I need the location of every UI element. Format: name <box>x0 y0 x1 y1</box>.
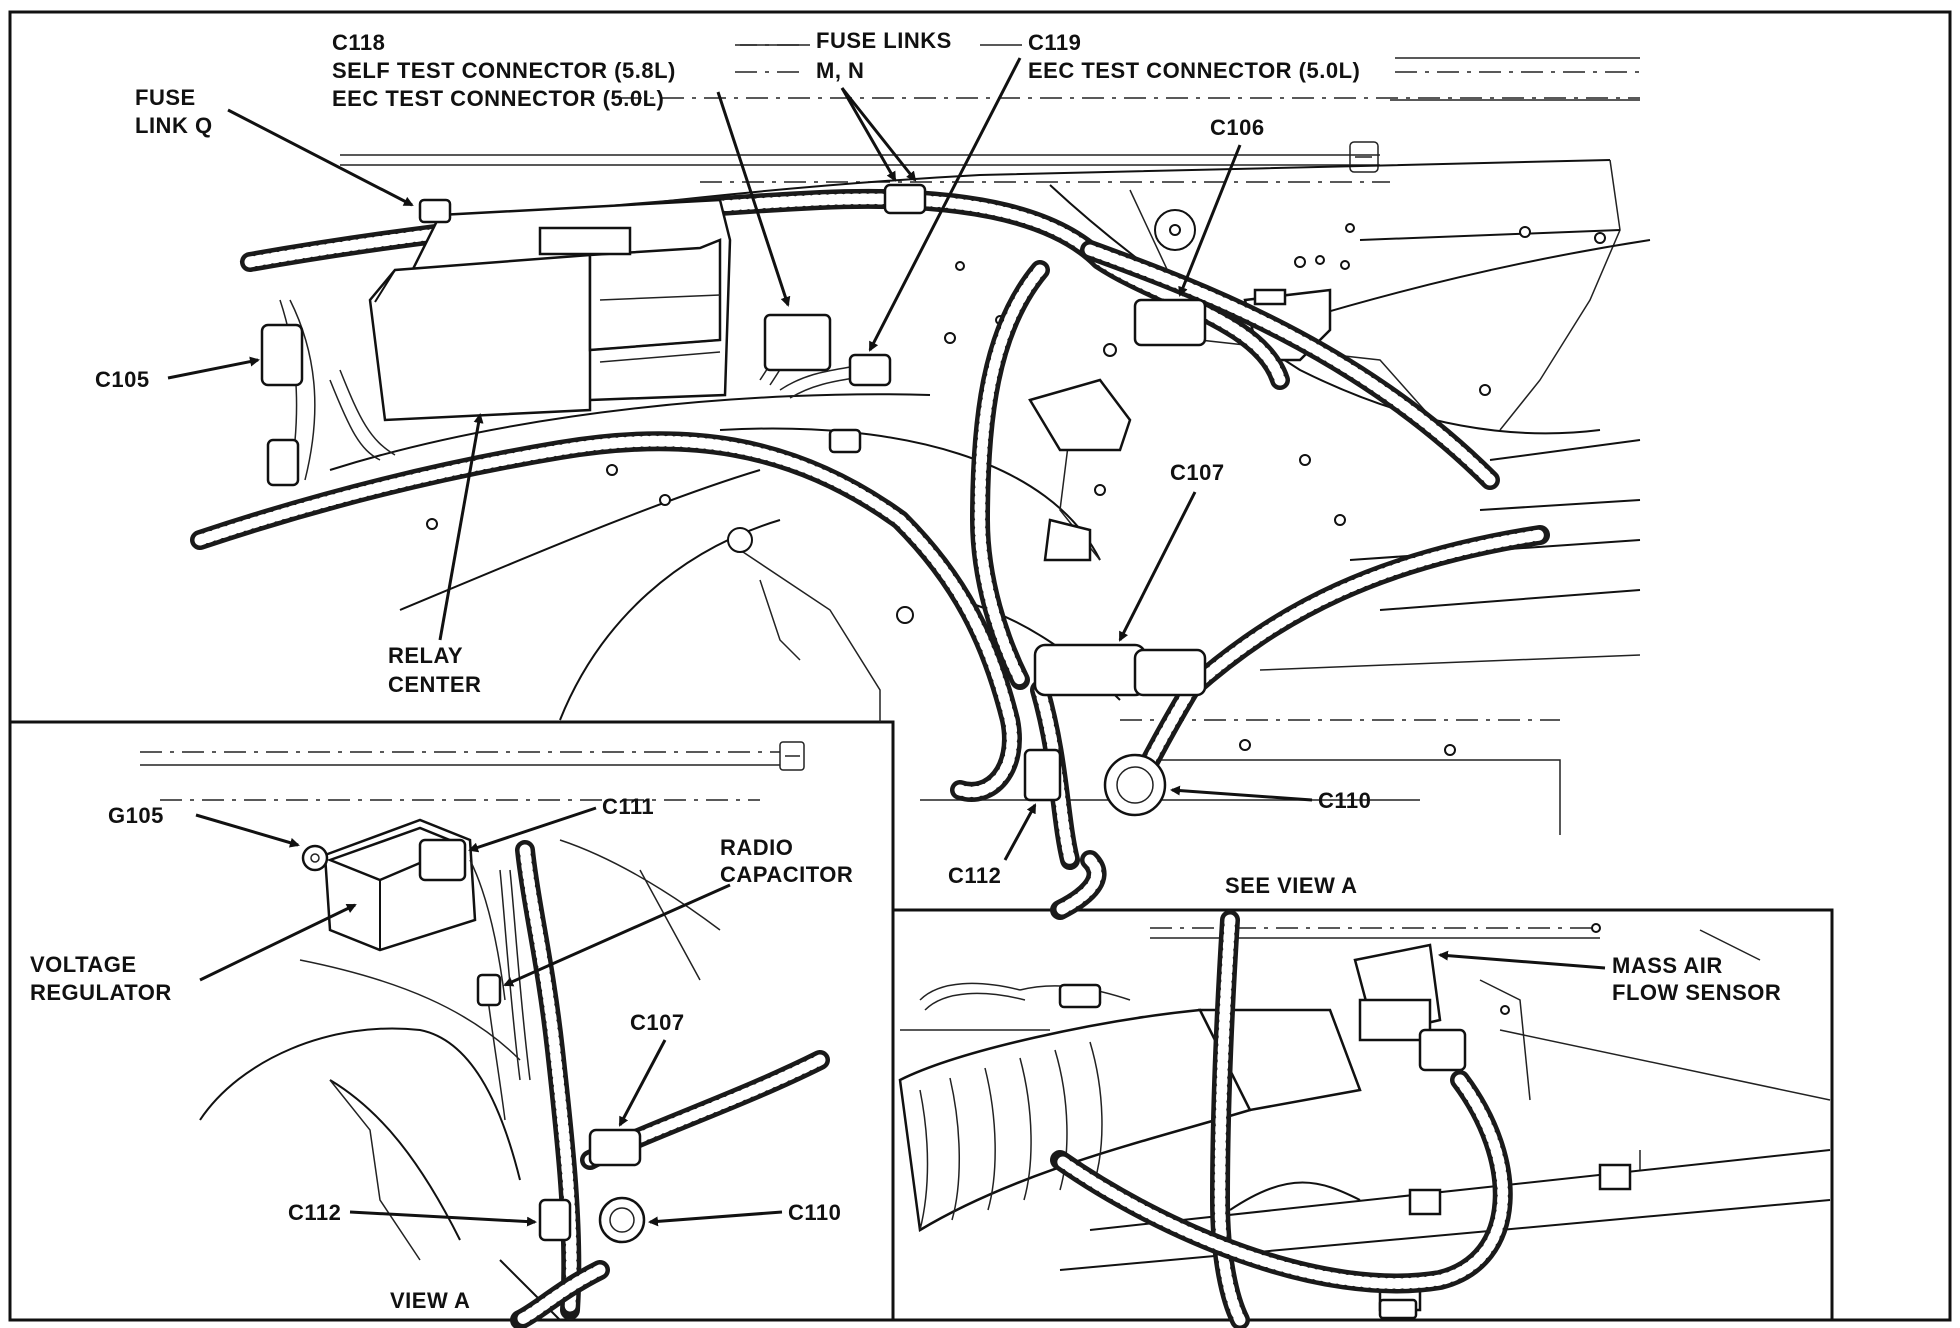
label-mass-air-line2: FLOW SENSOR <box>1612 980 1781 1005</box>
view-a-connector-c110 <box>598 1196 646 1244</box>
label-c119: C119 <box>1028 30 1081 55</box>
connector-c111 <box>418 838 467 882</box>
label-c106: C106 <box>1210 115 1265 140</box>
view-a-outline <box>140 741 805 1321</box>
label-self-test-connector: SELF TEST CONNECTOR (5.8L) <box>332 58 676 83</box>
view-a-harnesses <box>469 840 830 1328</box>
label-voltage-regulator-line1: VOLTAGE <box>30 952 137 977</box>
label-c107-top: C107 <box>1170 460 1225 485</box>
voltage-regulator <box>301 818 477 952</box>
main-view-labels: C118 SELF TEST CONNECTOR (5.8L) EEC TEST… <box>95 28 1371 898</box>
connector-c107 <box>1033 643 1147 697</box>
mass-air-labels: MASS AIR FLOW SENSOR <box>1612 953 1781 1005</box>
view-a-leaders <box>195 806 783 1227</box>
label-c110-view: C110 <box>788 1200 841 1225</box>
label-g105: G105 <box>108 803 164 828</box>
label-see-view-a: SEE VIEW A <box>1225 873 1358 898</box>
mass-air-view: MASS AIR FLOW SENSOR <box>898 910 1831 1328</box>
label-fuse-link-q-line2: LINK Q <box>135 113 213 138</box>
label-c107-view: C107 <box>630 1010 685 1035</box>
view-a: G105 C111 RADIO CAPACITOR VOLTAGE REGULA… <box>30 741 853 1328</box>
connector-c105 <box>260 323 304 387</box>
label-c112-view: C112 <box>288 1200 341 1225</box>
top-reference-lines <box>340 44 1640 183</box>
label-fuse-links-mn: M, N <box>816 58 864 83</box>
label-voltage-regulator-line2: REGULATOR <box>30 980 172 1005</box>
ground-g105 <box>301 844 329 872</box>
main-view-leaders <box>167 44 1313 861</box>
connector-c119 <box>848 353 892 387</box>
mass-air-flow-sensor <box>1353 943 1467 1072</box>
label-radio-capacitor-line2: CAPACITOR <box>720 862 853 887</box>
label-c105: C105 <box>95 367 150 392</box>
mass-air-harnesses <box>919 910 1513 1328</box>
connector-c112 <box>1023 748 1062 802</box>
relay-center <box>368 198 732 422</box>
main-engine-view: C118 SELF TEST CONNECTOR (5.8L) EEC TEST… <box>95 28 1651 920</box>
label-c110-top: C110 <box>1318 788 1371 813</box>
connector-c110 <box>1103 753 1167 817</box>
fuse-link-q <box>418 198 452 224</box>
label-relay-center-line1: RELAY <box>388 643 463 668</box>
air-intake-tube <box>898 1008 1362 1233</box>
label-view-a: VIEW A <box>390 1288 470 1313</box>
mass-air-view-frame <box>893 908 1834 1320</box>
label-c111: C111 <box>602 794 654 819</box>
label-c112-top: C112 <box>948 863 1001 888</box>
radio-capacitor <box>476 973 502 1007</box>
mass-air-leaders <box>1438 950 1606 970</box>
label-radio-capacitor-line1: RADIO <box>720 835 793 860</box>
view-a-frame <box>10 720 895 1320</box>
label-relay-center-line2: CENTER <box>388 672 481 697</box>
label-fuse-links: FUSE LINKS <box>816 28 952 53</box>
view-a-connector-c112 <box>538 1198 572 1242</box>
label-eec-test-connector-left: EEC TEST CONNECTOR (5.0L) <box>332 86 664 111</box>
view-a-connector-c107 <box>588 1128 642 1167</box>
diagram-frames <box>8 10 1952 1322</box>
outer-frame <box>8 10 1952 1322</box>
view-a-labels: G105 C111 RADIO CAPACITOR VOLTAGE REGULA… <box>30 794 853 1313</box>
fuse-links-mn <box>883 183 927 215</box>
label-c118: C118 <box>332 30 385 55</box>
connector-c106 <box>1133 298 1207 347</box>
connector-c118 <box>763 313 832 372</box>
label-fuse-link-q-line1: FUSE <box>135 85 196 110</box>
label-mass-air-line1: MASS AIR <box>1612 953 1723 978</box>
label-eec-test-connector-right: EEC TEST CONNECTOR (5.0L) <box>1028 58 1360 83</box>
connectors <box>260 183 1207 817</box>
